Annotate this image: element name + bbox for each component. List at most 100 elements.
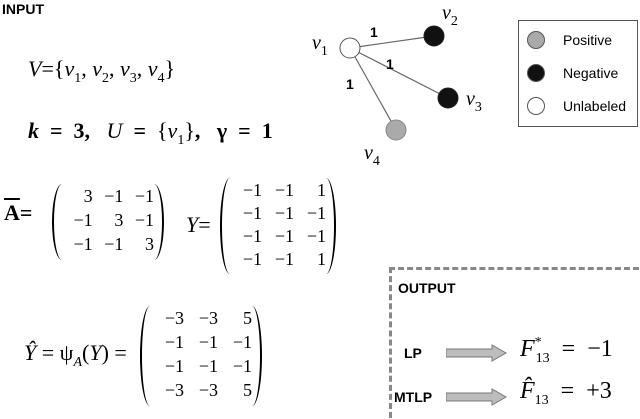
parameters-equation: k = 3, U = {v1}, γ = 1 [28,118,273,148]
yhat-matrix-cell: −3 [164,380,184,400]
abar-matrix-cell: −1 [73,210,93,230]
yhat-matrix-cell: −1 [232,356,252,376]
mtlp-symbol: F̂ [520,378,535,404]
lp-equals: = [561,336,576,362]
abar-symbol: A [4,200,20,225]
node-label-v2-sub: 2 [450,14,458,29]
y-matrix-cell: 1 [317,249,326,269]
node-label-v2: v2 [442,2,458,29]
yhat-matrix: −3 −3 5 −1 −1 −1 −1 −1 −1 −3 −3 5 [140,306,262,406]
mtlp-value: +3 [586,378,612,404]
lp-superscript: * [534,335,542,350]
node-v2 [423,25,445,47]
psi-subscript: A [73,355,83,370]
lp-value: −1 [587,336,613,362]
abar-matrix-cell: −1 [104,234,124,254]
negative-dot-icon [527,64,545,82]
input-heading: INPUT [2,1,44,17]
gamma-value: 1 [261,118,273,143]
node-v3 [437,87,459,109]
mtlp-method-label: MTLP [394,389,433,405]
node-label-v4-sub: 4 [372,154,380,169]
y-matrix: −1 −1 1 −1 −1 −1 −1 −1 −1 −1 −1 1 [220,178,336,274]
edge-weight-v1-v3: 1 [386,56,394,72]
equals-sign: = [41,56,54,81]
y-symbol: Y [186,212,199,237]
psi-symbol: ψ [59,340,74,365]
node-label-v2-base: v [442,2,451,24]
yhat-matrix-cell: −3 [198,308,218,328]
mtlp-equals: = [560,378,575,404]
abar-matrix-cell: −1 [134,210,154,230]
legend-positive: Positive [527,31,612,49]
node-label-v4-base: v [364,142,373,164]
mtlp-subscript: 13 [534,393,549,408]
edge-weight-v1-v4: 1 [346,76,354,92]
edge-v1-v2 [349,35,435,49]
edge-weight-v1-v2: 1 [370,24,378,40]
y-matrix-cell: −1 [274,226,294,246]
abar-matrix-cell: 3 [114,210,124,230]
y-matrix-cell: −1 [274,249,294,269]
legend-negative: Negative [527,64,618,82]
abar-matrix-cell: 3 [144,234,154,254]
y-matrix-cell: −1 [274,203,294,223]
y-matrix-cell: 1 [317,180,326,200]
edge-v1-v3 [349,47,449,99]
yhat-matrix-cell: −3 [164,308,184,328]
node-label-v3: v3 [466,88,482,115]
mtlp-arrow-icon [446,388,508,406]
node-label-v1-sub: 1 [320,44,328,59]
node-label-v1: v1 [312,32,328,59]
output-heading: OUTPUT [398,280,456,296]
y-matrix-cell: −1 [306,226,326,246]
legend-negative-label: Negative [563,65,619,81]
node-v4 [385,119,407,141]
abar-matrix-cell: −1 [134,186,154,206]
yhat-matrix-cell: −1 [232,332,252,352]
node-label-v3-base: v [466,88,475,110]
yhat-equation: Ŷ = ψA(Y) = [24,340,127,370]
node-v1 [339,37,361,59]
yhat-symbol: Ŷ [24,340,37,365]
node-label-v3-sub: 3 [474,100,482,115]
node-label-v4: v4 [364,142,380,169]
yhat-matrix-cell: −1 [198,356,218,376]
lp-subscript: 13 [535,351,550,366]
abar-label: A= [4,200,33,225]
abar-matrix-cell: 3 [83,186,93,206]
yhat-matrix-cell: −1 [164,332,184,352]
y-matrix-cell: −1 [242,249,262,269]
legend-positive-label: Positive [563,32,613,48]
yhat-matrix-cell: −1 [198,332,218,352]
node-label-v1-base: v [312,32,321,54]
lp-method-label: LP [404,345,422,361]
yhat-matrix-cell: −3 [198,380,218,400]
positive-dot-icon [527,31,545,49]
lp-symbol: F [520,336,535,362]
y-label: Y= [186,212,211,237]
legend: Positive Negative Unlabeled [518,20,638,127]
y-matrix-cell: −1 [274,180,294,200]
yhat-matrix-cell: 5 [243,380,252,400]
y-matrix-cell: −1 [242,226,262,246]
U-symbol: U [106,118,123,143]
unlabeled-dot-icon [527,97,545,115]
abar-matrix: 3 −1 −1 −1 3 −1 −1 −1 3 [52,184,164,260]
y-matrix-cell: −1 [242,180,262,200]
lp-arrow-icon [446,344,508,362]
mtlp-result: F̂13 = +3 [520,378,612,408]
k-symbol: k [28,118,39,143]
y-matrix-cell: −1 [306,203,326,223]
gamma-symbol: γ [216,118,228,143]
abar-matrix-cell: −1 [104,186,124,206]
graph-diagram [339,25,459,141]
vertex-set-equation: V={v1, v2, v3, v4} [28,56,176,86]
abar-matrix-cell: −1 [73,234,93,254]
yhat-matrix-cell: −1 [164,356,184,376]
k-value: 3 [73,118,85,143]
legend-unlabeled-label: Unlabeled [563,98,627,114]
edge-v1-v4 [349,47,397,131]
y-matrix-cell: −1 [242,203,262,223]
yhat-matrix-cell: 5 [243,308,252,328]
